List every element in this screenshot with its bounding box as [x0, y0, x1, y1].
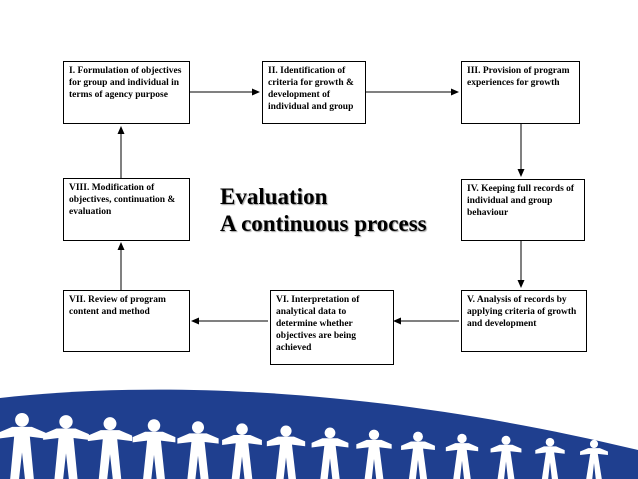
paper-figure: [580, 439, 608, 479]
step-box-3: III. Provision of program experiences fo…: [461, 61, 580, 124]
step-label-8: VIII. Modification of objectives, contin…: [69, 183, 176, 217]
step-label-6: VI. Interpretation of analytical data to…: [276, 295, 360, 353]
paper-people-figures: [0, 413, 608, 479]
step-label-4: IV. Keeping full records of individual a…: [467, 184, 575, 218]
step-box-6: VI. Interpretation of analytical data to…: [270, 290, 394, 365]
paper-figure: [535, 437, 565, 479]
paper-figure: [356, 429, 392, 479]
step-label-7: VII. Review of program content and metho…: [69, 295, 166, 317]
paper-figure: [0, 413, 46, 479]
step-label-1: I. Formulation of objectives for group a…: [69, 66, 182, 100]
title-line-1: Evaluation: [220, 184, 328, 209]
step-box-2: II. Identification of criteria for growt…: [262, 61, 366, 124]
paper-figure: [132, 419, 176, 479]
step-label-3: III. Provision of program experiences fo…: [467, 66, 570, 88]
paper-figure: [445, 433, 479, 479]
step-box-8: VIII. Modification of objectives, contin…: [63, 178, 190, 241]
paper-figure: [87, 417, 133, 479]
slide-title: Evaluation A continuous process: [220, 183, 427, 237]
step-label-5: V. Analysis of records by applying crite…: [467, 295, 577, 329]
paper-figure: [401, 431, 435, 479]
paper-figure: [490, 435, 522, 479]
people-chain-banner: [0, 389, 638, 479]
title-line-2: A continuous process: [220, 211, 427, 236]
step-box-4: IV. Keeping full records of individual a…: [461, 179, 585, 241]
step-label-2: II. Identification of criteria for growt…: [268, 66, 354, 112]
paper-figure: [311, 427, 349, 479]
paper-figure: [177, 421, 219, 479]
paper-figure: [222, 423, 262, 479]
paper-figure: [43, 415, 89, 479]
step-box-5: V. Analysis of records by applying crite…: [461, 290, 587, 352]
step-box-7: VII. Review of program content and metho…: [63, 290, 190, 352]
step-box-1: I. Formulation of objectives for group a…: [63, 61, 190, 124]
paper-figure: [266, 425, 306, 479]
